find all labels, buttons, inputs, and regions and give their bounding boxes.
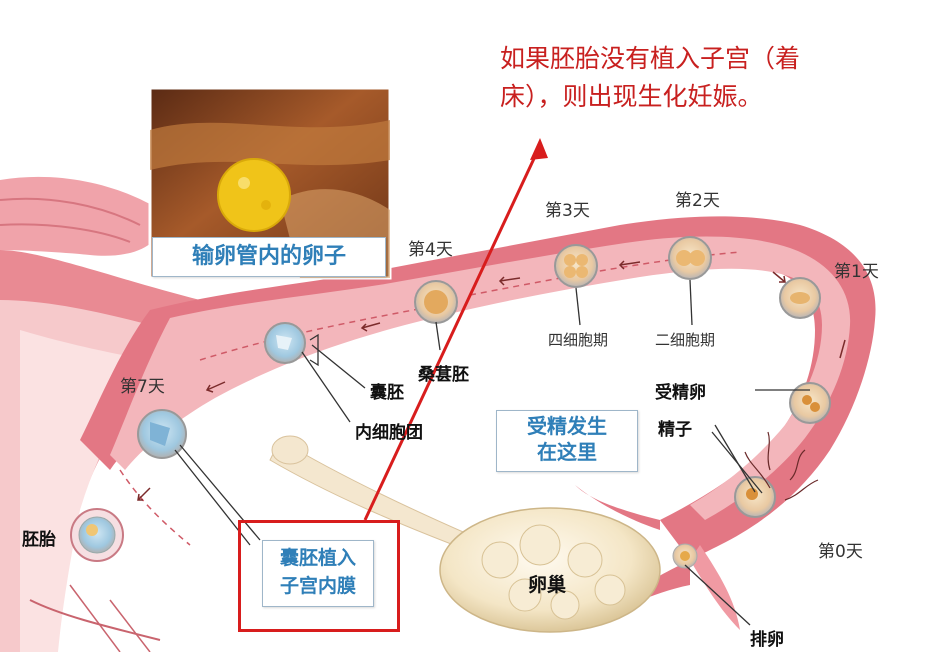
cell-four-cell (554, 244, 598, 288)
inset-label: 输卵管内的卵子 (152, 237, 386, 277)
cell-two-cell (668, 236, 712, 280)
cell-morula (414, 280, 458, 324)
label-inner-cell-mass: 内细胞团 (355, 423, 423, 443)
implantation-line-1: 囊胚植入 (279, 547, 356, 569)
label-embryo: 胚胎 (22, 530, 56, 550)
cell-ovulated (672, 543, 698, 569)
implantation-box: 囊胚植入 子宫内膜 (262, 540, 374, 607)
egg-image (217, 158, 291, 232)
label-ovulation: 排卵 (750, 630, 784, 650)
label-day4: 第4天 (408, 240, 453, 260)
label-day3: 第3天 (545, 201, 590, 221)
cell-embryo (70, 508, 124, 562)
cell-day1 (779, 277, 821, 319)
label-day2: 第2天 (675, 191, 720, 211)
label-zygote: 受精卵 (655, 383, 706, 403)
caption-line-2: 床），则出现生化妊娠。 (500, 82, 763, 111)
label-day7: 第7天 (120, 377, 165, 397)
fallopian-tube (80, 216, 876, 560)
label-sperm: 精子 (658, 420, 692, 440)
fertilization-site-box: 受精发生 在这里 (496, 410, 638, 472)
leader-lines (174, 279, 810, 626)
implantation-line-2: 子宫内膜 (279, 575, 356, 597)
direction-arrows (137, 260, 846, 501)
label-ovary: 卵巢 (528, 574, 567, 596)
label-four-cell: 四细胞期 (548, 331, 609, 349)
cell-day7 (137, 409, 187, 459)
label-blastocyst: 囊胚 (370, 383, 404, 403)
red-arrow (363, 138, 548, 521)
ovary (439, 507, 661, 633)
implantation-highlight-box (238, 520, 400, 632)
tube-fold (0, 176, 162, 256)
label-two-cell: 二细胞期 (655, 331, 716, 349)
cell-fertilized-egg-day0 (734, 476, 776, 518)
sperm (744, 431, 819, 501)
cell-zygote (789, 382, 831, 424)
label-day1: 第1天 (834, 262, 879, 282)
cell-blastocyst (264, 322, 306, 364)
label-day0: 第0天 (818, 542, 863, 562)
label-morula: 桑葚胚 (418, 365, 469, 385)
caption-line-1: 如果胚胎没有植入子宫（着 (500, 44, 801, 73)
fertilization-line-1: 受精发生 (527, 414, 607, 438)
fertilization-line-2: 在这里 (537, 440, 597, 464)
